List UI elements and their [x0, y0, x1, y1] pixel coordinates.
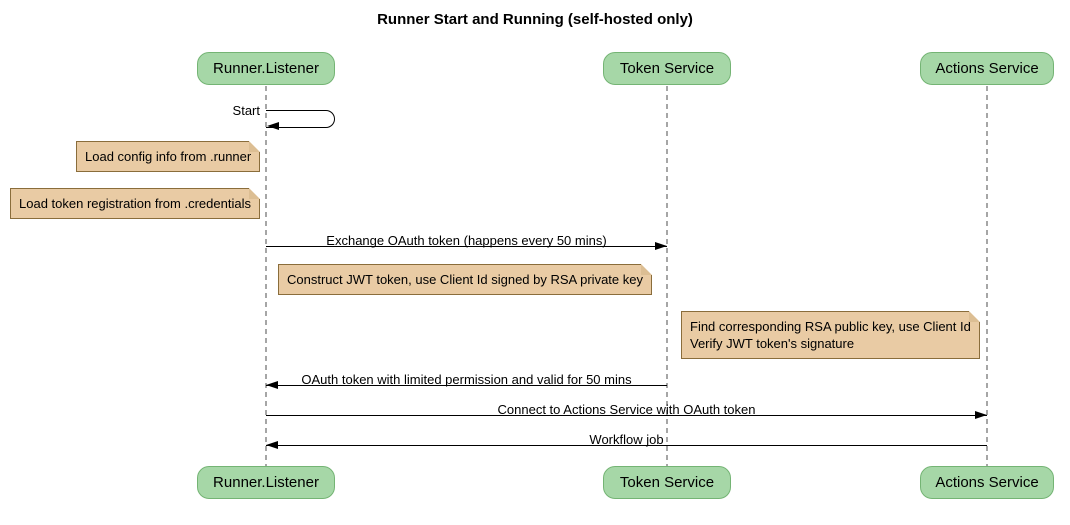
- participant-runner-listener-bottom: Runner.Listener: [197, 466, 335, 499]
- arrowhead-left-icon: [266, 441, 278, 449]
- note-text: Load config info from .runner: [85, 149, 252, 164]
- participant-runner-listener-top: Runner.Listener: [197, 52, 335, 85]
- message-label-start: Start: [232, 103, 260, 118]
- participant-label: Runner.Listener: [213, 474, 319, 491]
- arrowhead-right-icon: [655, 242, 667, 250]
- message-line-exchange-oauth: [266, 246, 667, 247]
- lifeline-runner-listener: [265, 86, 267, 466]
- message-label-oauth-return: OAuth token with limited permission and …: [301, 372, 632, 387]
- note-construct-jwt: Construct JWT token, use Client Id signe…: [278, 264, 652, 295]
- arrowhead-left-icon: [267, 122, 279, 130]
- participant-token-service-top: Token Service: [603, 52, 731, 85]
- message-line-connect-actions: [266, 415, 987, 416]
- diagram-title: Runner Start and Running (self-hosted on…: [377, 11, 693, 28]
- note-verify-jwt: Find corresponding RSA public key, use C…: [681, 311, 980, 359]
- lifeline-token-service: [666, 86, 668, 466]
- participant-actions-service-bottom: Actions Service: [920, 466, 1054, 499]
- note-text-line1: Find corresponding RSA public key, use C…: [690, 319, 971, 334]
- note-load-credentials: Load token registration from .credential…: [10, 188, 260, 219]
- arrowhead-right-icon: [975, 411, 987, 419]
- message-line-oauth-return: [266, 385, 667, 386]
- note-text: Load token registration from .credential…: [19, 196, 251, 211]
- note-text: Construct JWT token, use Client Id signe…: [287, 272, 643, 287]
- self-message-loop: [266, 110, 335, 128]
- message-line-workflow-job: [266, 445, 987, 446]
- arrowhead-left-icon: [266, 381, 278, 389]
- note-load-config: Load config info from .runner: [76, 141, 261, 172]
- message-label-workflow-job: Workflow job: [589, 432, 664, 447]
- participant-label: Runner.Listener: [213, 60, 319, 77]
- lifeline-actions-service: [986, 86, 988, 466]
- message-label-exchange-oauth: Exchange OAuth token (happens every 50 m…: [326, 233, 607, 248]
- message-label-connect-actions: Connect to Actions Service with OAuth to…: [497, 402, 756, 417]
- participant-label: Token Service: [619, 60, 715, 77]
- participant-actions-service-top: Actions Service: [920, 52, 1054, 85]
- participant-label: Token Service: [619, 474, 715, 491]
- participant-label: Actions Service: [935, 474, 1039, 491]
- participant-token-service-bottom: Token Service: [603, 466, 731, 499]
- note-text-line2: Verify JWT token's signature: [690, 336, 855, 351]
- participant-label: Actions Service: [935, 60, 1039, 77]
